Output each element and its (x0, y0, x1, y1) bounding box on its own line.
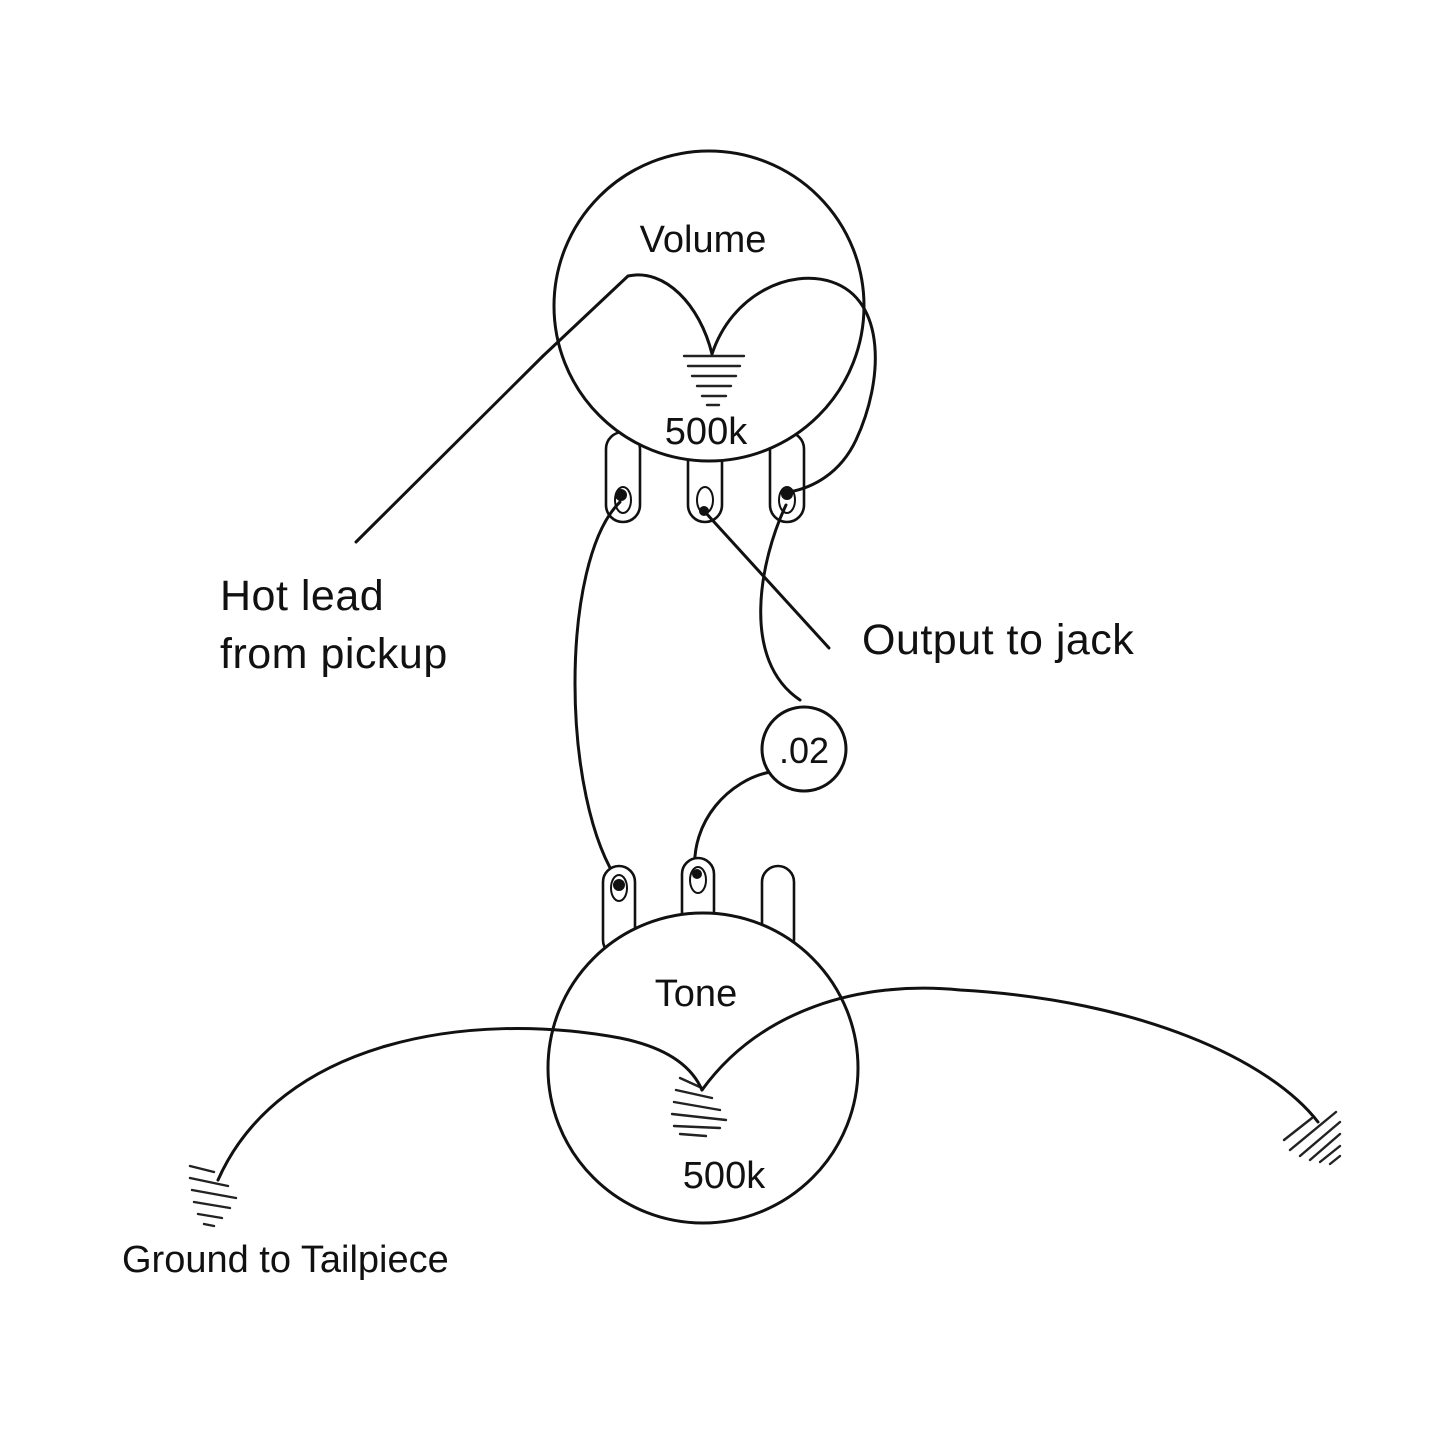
ground-label: Ground to Tailpiece (122, 1239, 449, 1281)
volume-to-tone-wire (573, 500, 622, 886)
output-label: Output to jack (862, 616, 1134, 664)
volume-lug-left (604, 430, 642, 524)
capacitor-body (760, 705, 848, 793)
volume-pot: Volume 500k (552, 149, 866, 524)
volume-ground-wire-left (541, 273, 714, 358)
volume-ground-wire-right (710, 276, 877, 494)
output-wire (703, 510, 831, 650)
capacitor-value: .02 (779, 730, 829, 771)
tailpiece-ground-icon (188, 1164, 238, 1228)
volume-lug-right (768, 430, 806, 524)
ground-wire-right (700, 986, 1320, 1124)
volume-ground-icon (682, 354, 746, 407)
tone-ground-icon (670, 1076, 728, 1138)
capacitor: .02 (760, 705, 848, 793)
tone-value: 500k (683, 1155, 766, 1197)
hot-lead-wire (354, 354, 545, 544)
volume-label: Volume (640, 219, 767, 261)
capacitor-to-tone-wire (693, 770, 772, 876)
hot-lead-label-line2: from pickup (220, 630, 448, 678)
right-ground-icon (1282, 1110, 1342, 1166)
solder-joints (613, 488, 793, 891)
tone-pot: Tone 500k (546, 856, 860, 1225)
tone-label: Tone (655, 973, 737, 1015)
tone-pot-body (546, 911, 860, 1225)
hot-lead-label-line1: Hot lead (220, 572, 384, 620)
volume-value: 500k (665, 411, 748, 453)
ground-wire-left (216, 1026, 704, 1182)
volume-to-capacitor-wire (759, 503, 802, 702)
